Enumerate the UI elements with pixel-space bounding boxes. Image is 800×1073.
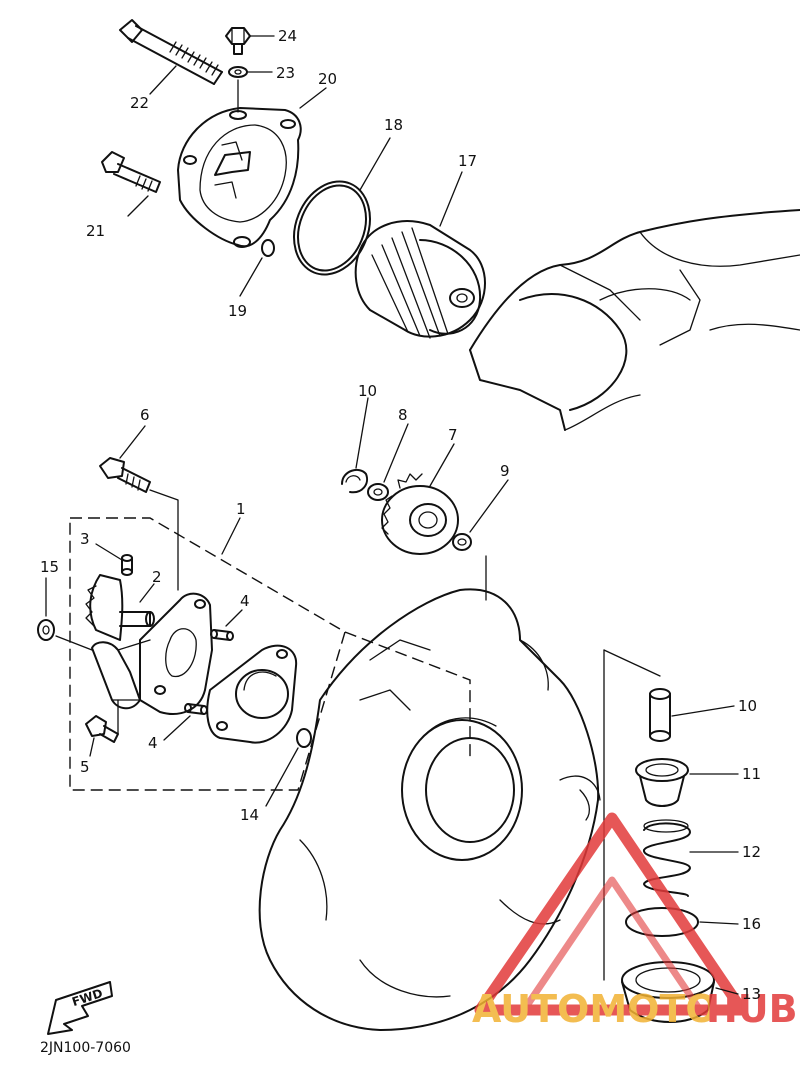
diagram-code: 2JN100-7060	[40, 1040, 131, 1056]
bolt-7-guide-line	[149, 489, 179, 591]
pump-shaft-gear-2	[85, 574, 155, 641]
plug-13	[635, 758, 689, 807]
callout-11: 10	[358, 382, 377, 400]
oil-pump-housing	[91, 592, 213, 715]
callout-15: 13	[742, 985, 761, 1003]
callout-23: 23	[276, 64, 295, 82]
relief-stack-top-line	[603, 649, 661, 677]
callout-3: 3	[80, 530, 90, 548]
callout-10-lower: 9	[500, 462, 510, 480]
washer-23	[228, 66, 248, 78]
callout-5: 5	[80, 758, 90, 776]
dowel-pin-4-lower	[184, 703, 208, 715]
bolt-24	[225, 27, 251, 55]
o-ring-16	[625, 907, 699, 937]
watermark-triangle-icon	[474, 812, 748, 1016]
collar-8-guide-line	[55, 635, 93, 651]
circlip-11	[341, 468, 368, 494]
bolt-5	[85, 715, 119, 743]
callout-19: 19	[228, 302, 247, 320]
dowel-pin-4-upper	[210, 629, 234, 641]
callout-8: 15	[40, 558, 59, 576]
oil-pump-assembly-boundary	[69, 517, 346, 791]
callout-2: 2	[152, 568, 162, 586]
callout-21: 21	[86, 222, 105, 240]
callout-20: 20	[318, 70, 337, 88]
assembly-guide-dashed-line	[344, 631, 471, 760]
pump-drive-gear-9	[381, 473, 459, 555]
o-ring-6	[296, 728, 312, 748]
collar-8	[37, 619, 55, 641]
watermark-text-hub: HUB	[706, 987, 798, 1031]
oil-pump-cover	[206, 644, 298, 744]
callout-7: 6	[140, 406, 150, 424]
sleeve-12	[649, 688, 671, 742]
bolt-21	[101, 151, 161, 193]
callout-22: 22	[130, 94, 149, 112]
callout-4-lower: 4	[148, 734, 158, 752]
bolt-7	[99, 457, 151, 493]
o-ring-19	[261, 239, 275, 257]
callout-9: 7	[448, 426, 458, 444]
crankcase-lower	[258, 588, 601, 1031]
callout-14: 12	[742, 843, 761, 861]
fwd-label: FWD	[70, 986, 104, 1009]
oil-filter-17	[354, 220, 486, 339]
callout-24: 24	[278, 27, 297, 45]
callout-1: 1	[236, 500, 246, 518]
washer-10-upper	[367, 483, 389, 501]
long-bolt-22	[119, 19, 223, 85]
callout-10-upper: 8	[398, 406, 408, 424]
automotohub-watermark: AUTOMOTO HUB	[472, 812, 798, 1031]
washer-10-lower	[452, 533, 472, 551]
callout-16: 16	[742, 915, 761, 933]
callout-leader-lines	[45, 35, 739, 995]
crankcase-upper-fragment	[469, 209, 800, 431]
callout-6: 14	[240, 806, 259, 824]
filter-cover-20	[177, 107, 302, 248]
callout-17: 17	[458, 152, 477, 170]
callout-4-upper: 4	[240, 592, 250, 610]
spring-14	[643, 819, 691, 897]
pin-3	[121, 554, 133, 576]
callout-labels: 24 23 22 20 21 19 18 17 6 10 8 7 9 1 3 2…	[40, 27, 761, 1003]
o-ring-18	[293, 180, 371, 276]
callout-18: 18	[384, 116, 403, 134]
callout-13: 11	[742, 765, 761, 783]
forward-direction-arrow: FWD	[47, 981, 113, 1035]
watermark-text-automoto: AUTOMOTO	[472, 987, 718, 1031]
callout-12: 10	[738, 697, 757, 715]
